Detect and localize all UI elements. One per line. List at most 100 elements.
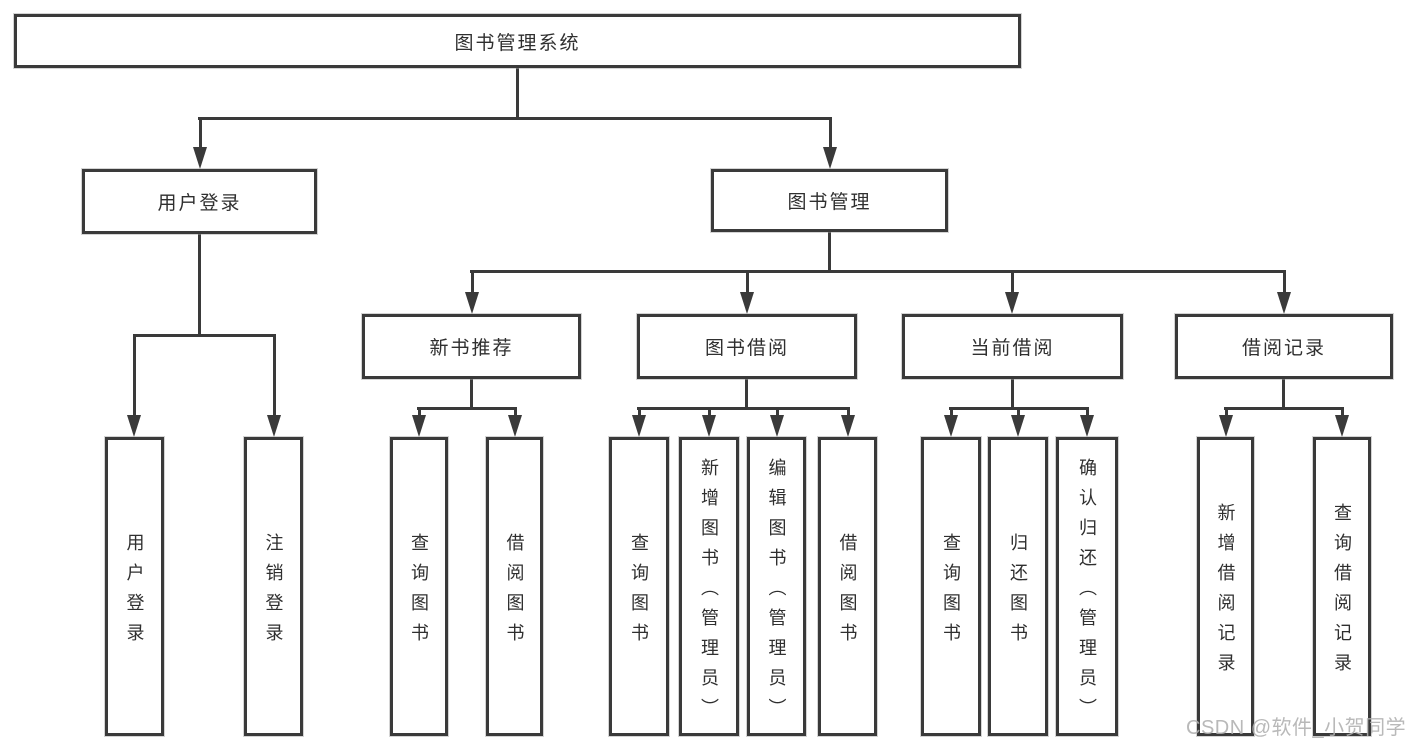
arrow-stem (1224, 407, 1228, 417)
connector-arrow (840, 407, 856, 437)
connector-arrow (507, 407, 523, 437)
leaf-borrow-book-1: 借阅图书 (486, 437, 543, 736)
connector-line (198, 117, 832, 120)
arrow-stem (470, 270, 474, 294)
leaf-logout: 注销登录 (244, 437, 303, 736)
connector-line (470, 379, 473, 410)
arrow-down-icon (1011, 415, 1025, 437)
connector-line (745, 379, 748, 410)
arrow-down-icon (1005, 292, 1019, 314)
connector-line (133, 334, 276, 337)
node-label: 图书管理 (787, 192, 872, 213)
leaf-label: 注销登录 (263, 532, 284, 653)
connector-line (470, 270, 1286, 273)
arrow-stem (828, 117, 832, 149)
arrow-down-icon (412, 415, 426, 437)
arrow-down-icon (465, 292, 479, 314)
arrow-stem (1085, 407, 1089, 417)
leaf-return-book: 归还图书 (988, 437, 1048, 736)
leaf-label: 查询借阅记录 (1332, 502, 1352, 683)
connector-arrow (1079, 407, 1095, 437)
connector-line (1282, 379, 1285, 410)
connector-arrow (739, 270, 755, 314)
node-label: 新书推荐 (429, 338, 514, 359)
arrow-down-icon (127, 415, 141, 437)
node-label: 图书借阅 (704, 338, 789, 359)
node-label: 图书管理系统 (454, 32, 581, 54)
leaf-query-book-1: 查询图书 (390, 437, 448, 736)
arrow-stem (198, 117, 202, 149)
node-user-login: 用户登录 (82, 169, 317, 234)
arrow-stem (417, 407, 421, 417)
connector-arrow (1218, 407, 1234, 437)
leaf-label: 编辑图书（管理员） (766, 457, 787, 728)
node-book-management: 图书管理 (711, 169, 948, 232)
node-label: 借阅记录 (1241, 338, 1326, 359)
leaf-add-borrow-record: 新增借阅记录 (1197, 437, 1254, 736)
arrow-stem (1016, 407, 1020, 417)
arrow-down-icon (267, 415, 281, 437)
connector-arrow (1004, 270, 1020, 314)
connector-line (198, 234, 201, 337)
arrow-down-icon (193, 147, 207, 169)
leaf-borrow-book-2: 借阅图书 (818, 437, 877, 736)
connector-arrow (631, 407, 647, 437)
arrow-down-icon (1219, 415, 1233, 437)
connector-arrow (943, 407, 959, 437)
connector-arrow (769, 407, 785, 437)
connector-arrow (411, 407, 427, 437)
arrow-down-icon (508, 415, 522, 437)
leaf-label: 用户登录 (124, 532, 145, 653)
arrow-stem (745, 270, 749, 294)
arrow-stem (949, 407, 953, 417)
leaf-label: 新增图书（管理员） (699, 457, 719, 728)
arrow-stem (513, 407, 517, 417)
node-book-management-system: 图书管理系统 (14, 14, 1021, 68)
node-new-book-recommend: 新书推荐 (362, 314, 581, 379)
leaf-add-book-admin: 新增图书（管理员） (679, 437, 739, 736)
arrow-down-icon (841, 415, 855, 437)
arrow-stem (1340, 407, 1344, 417)
node-label: 用户登录 (157, 193, 242, 214)
connector-arrow (701, 407, 717, 437)
connector-arrow (1276, 270, 1292, 314)
leaf-label: 借阅图书 (837, 532, 858, 653)
arrow-down-icon (702, 415, 716, 437)
arrow-down-icon (632, 415, 646, 437)
leaf-query-book-2: 查询图书 (609, 437, 669, 736)
leaf-user-login: 用户登录 (105, 437, 164, 736)
leaf-label: 确认归还（管理员） (1077, 457, 1097, 728)
leaf-confirm-return-admin: 确认归还（管理员） (1056, 437, 1118, 736)
leaf-query-borrow-record: 查询借阅记录 (1313, 437, 1371, 736)
arrow-down-icon (1335, 415, 1349, 437)
connector-line (828, 232, 831, 273)
node-current-borrow: 当前借阅 (902, 314, 1123, 379)
connector-line (1011, 379, 1014, 410)
leaf-label: 借阅图书 (504, 532, 525, 653)
connector-line (417, 407, 517, 410)
arrow-down-icon (1277, 292, 1291, 314)
connector-arrow (126, 334, 142, 437)
connector-arrow (1010, 407, 1026, 437)
leaf-label: 查询图书 (941, 532, 961, 653)
connector-line (1224, 407, 1344, 410)
arrow-stem (272, 334, 276, 417)
leaf-label: 归还图书 (1008, 532, 1028, 653)
arrow-stem (1282, 270, 1286, 294)
leaf-label: 查询图书 (629, 532, 649, 653)
leaf-label: 查询图书 (409, 532, 429, 653)
node-book-borrow: 图书借阅 (637, 314, 857, 379)
connector-line (637, 407, 849, 410)
connector-arrow (822, 117, 838, 169)
leaf-label: 新增借阅记录 (1215, 502, 1236, 683)
node-label: 当前借阅 (970, 338, 1055, 359)
arrow-stem (1010, 270, 1014, 294)
arrow-stem (846, 407, 850, 417)
connector-arrow (192, 117, 208, 169)
leaf-edit-book-admin: 编辑图书（管理员） (747, 437, 806, 736)
arrow-down-icon (770, 415, 784, 437)
connector-arrow (266, 334, 282, 437)
connector-arrow (464, 270, 480, 314)
arrow-down-icon (1080, 415, 1094, 437)
